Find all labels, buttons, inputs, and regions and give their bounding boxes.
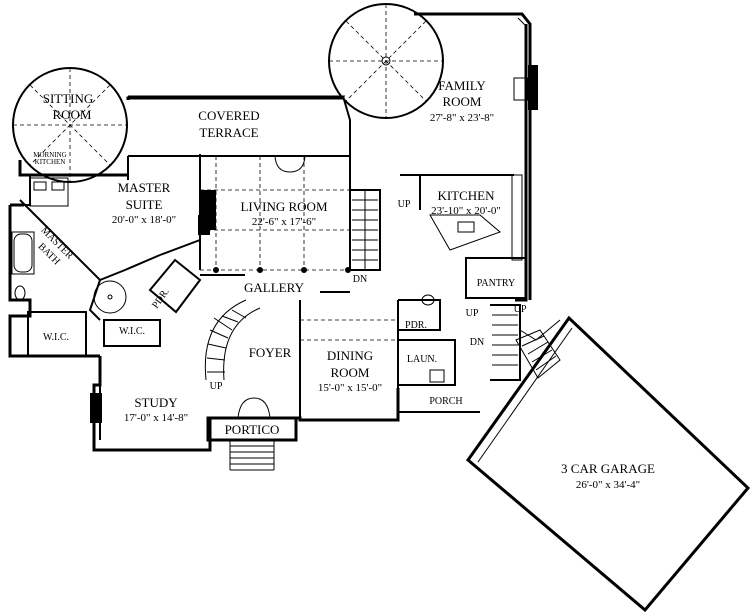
porch-label: PORCH — [429, 396, 462, 407]
portico-label: PORTICO — [225, 422, 280, 437]
stair-foyer-up-label: UP — [210, 381, 223, 392]
covered-terrace-label-1: COVERED — [198, 108, 259, 123]
master-suite-label-1: MASTER — [118, 180, 171, 195]
kitchen-dims: 23'-10" x 20'-0" — [431, 205, 501, 217]
pantry-label: PANTRY — [477, 278, 516, 289]
stair-labels: UP DN UP DN UP UP — [210, 199, 527, 392]
dining-room-label-2: ROOM — [330, 365, 369, 380]
family-room-dims: 27'-8" x 23'-8" — [430, 112, 494, 124]
laundry-label: LAUN. — [407, 354, 437, 365]
family-room-label-1: FAMILY — [438, 78, 486, 93]
exterior-walls — [8, 3, 750, 612]
gallery-label: GALLERY — [244, 280, 305, 295]
foyer-label: FOYER — [249, 345, 292, 360]
study-label: STUDY — [134, 395, 178, 410]
pdr-left-label: PDR. — [150, 286, 172, 310]
family-room-label-2: ROOM — [442, 94, 481, 109]
interior-walls — [10, 4, 561, 471]
kitchen-label: KITCHEN — [437, 188, 495, 203]
stair-main-up-label: UP — [398, 199, 411, 210]
room-labels: SITTING ROOM MORNING KITCHEN COVERED TER… — [33, 78, 655, 491]
stair-kitchen-up-label: UP — [466, 308, 479, 319]
garage-dims: 26'-0" x 34'-4" — [576, 479, 640, 491]
living-room-label: LIVING ROOM — [240, 199, 327, 214]
dining-room-dims: 15'-0" x 15'-0" — [318, 382, 382, 394]
master-suite-label-2: SUITE — [126, 197, 163, 212]
stair-rear-up-label: UP — [514, 304, 527, 315]
pdr-right-label: PDR. — [405, 320, 427, 331]
sitting-room-label-1: SITTING — [43, 91, 94, 106]
wic-left-label: W.I.C. — [43, 332, 69, 343]
garage-label: 3 CAR GARAGE — [561, 461, 655, 476]
sitting-room-label-2: ROOM — [52, 107, 91, 122]
morning-kitchen-label-2: KITCHEN — [35, 158, 66, 166]
wic-right-label: W.I.C. — [119, 326, 145, 337]
living-room-dims: 22'-6" x 17'-6" — [252, 216, 316, 228]
study-dims: 17'-0" x 14'-8" — [124, 412, 188, 424]
stair-rear-dn-label: DN — [470, 337, 484, 348]
master-suite-dims: 20'-0" x 18'-0" — [112, 214, 176, 226]
morning-kitchen-label-1: MORNING — [33, 151, 66, 159]
dining-room-label-1: DINING — [327, 348, 373, 363]
covered-terrace-label-2: TERRACE — [199, 125, 258, 140]
stair-main-dn-label: DN — [353, 274, 367, 285]
